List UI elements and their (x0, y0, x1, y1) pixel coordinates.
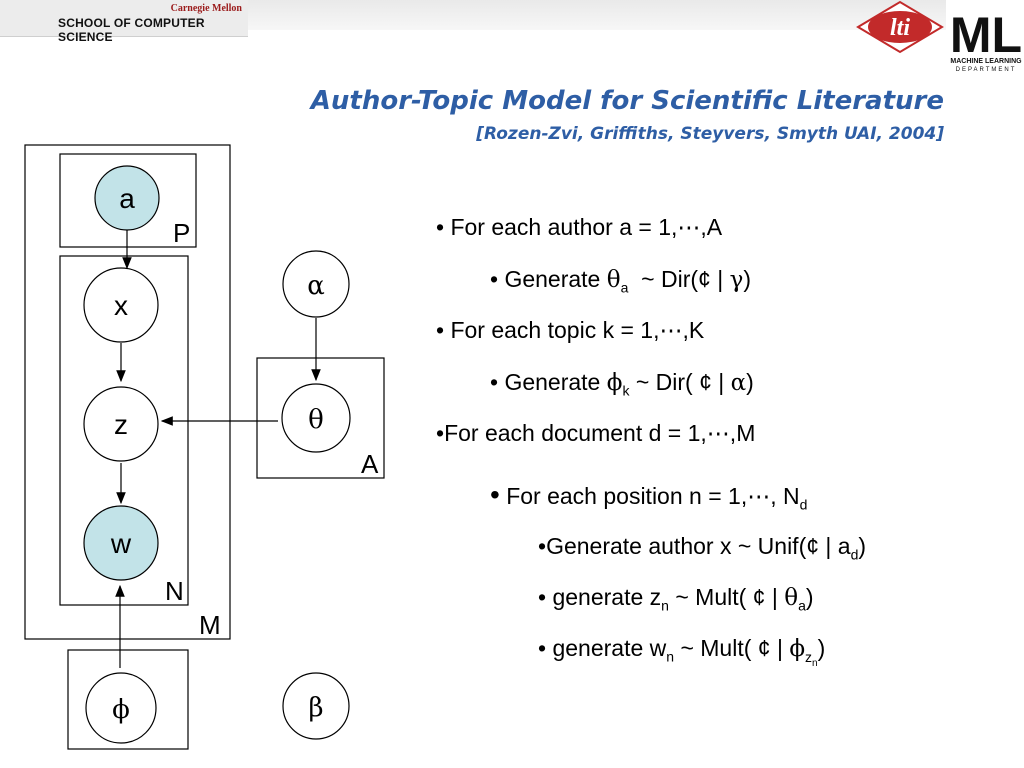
node-phi: ϕ (85, 672, 157, 744)
bullet-document-loop-text: For each document d = 1,⋯,M (444, 420, 756, 446)
bullet-topic-loop-text: For each topic k = 1,⋯,K (450, 317, 705, 343)
subscript: d (799, 496, 808, 513)
plate-M (24, 144, 231, 640)
bullet-text: ) (805, 584, 814, 610)
subscript-n: n (812, 657, 818, 669)
node-a: a (94, 165, 160, 231)
bullet-topic-loop: • For each topic k = 1,⋯,K (436, 317, 705, 343)
phi-symbol: ϕ (606, 370, 623, 396)
bullet-text: ~ Mult( ¢ | (674, 635, 790, 661)
bullet-text: Generate author x ~ Unif(¢ | a (546, 533, 851, 559)
plate-A-label: A (361, 449, 379, 479)
plate-diagram: a x z w α θ ϕ β P N M A (24, 144, 385, 750)
bullet-generate-w: • generate wn ~ Mult( ¢ | ϕzn) (538, 635, 826, 669)
subscript: zn (805, 648, 818, 669)
school-name: SCHOOL OF COMPUTER SCIENCE (58, 16, 205, 44)
bullet-text: generate w (552, 635, 667, 661)
bullet-text: generate z (552, 584, 662, 610)
node-z: z (83, 386, 159, 462)
node-z-label: z (114, 409, 128, 440)
subscript: d (850, 546, 859, 563)
plate-M-label: M (199, 610, 221, 640)
lti-logo-text: lti (890, 15, 910, 41)
theta-symbol: θ (784, 585, 799, 611)
node-theta: θ (281, 383, 351, 453)
bullet-text: ) (743, 266, 752, 292)
node-x: x (83, 267, 159, 343)
bullet-text: ~ Dir( ¢ | (629, 369, 731, 395)
lti-logo: lti (856, 0, 944, 54)
subscript-z: z (805, 648, 813, 665)
ml-logo: ML MACHINE LEARNING DEPARTMENT (946, 0, 1024, 76)
gamma-symbol: γ (729, 267, 744, 293)
bullet-generate-phi: • Generate ϕk ~ Dir( ¢ | α) (490, 369, 754, 399)
bullet-text: ) (858, 533, 867, 559)
subscript: k (622, 382, 630, 399)
plate-A (256, 357, 385, 479)
node-a-label: a (119, 183, 135, 214)
bullet-document-loop: •For each document d = 1,⋯,M (436, 420, 756, 446)
bullet-author-loop-text: For each author a = 1,⋯,A (450, 214, 723, 240)
citation: [Rozen-Zvi, Griffiths, Steyvers, Smyth U… (476, 124, 944, 144)
bullet-generate-author: •Generate author x ~ Unif(¢ | ad) (538, 533, 867, 563)
plate-N-label: N (165, 576, 184, 606)
bullet-generate-z: • generate zn ~ Mult( ¢ | θa) (538, 584, 814, 614)
bullet-text: Generate (504, 369, 607, 395)
node-theta-label: θ (308, 405, 324, 435)
bullet-position-loop: • For each position n = 1,⋯, Nd (490, 479, 808, 513)
subscript: a (620, 279, 629, 296)
plate-P (59, 153, 197, 248)
subscript: n (666, 648, 675, 665)
page-title: Author-Topic Model for Scientific Litera… (310, 86, 944, 116)
node-alpha: α (282, 250, 350, 318)
theta-symbol: θ (606, 267, 621, 293)
subscript: n (661, 597, 669, 614)
lab-logos: lti ML MACHINE LEARNING DEPARTMENT (856, 0, 1024, 76)
bullet-text: ) (817, 635, 826, 661)
bullet-generate-theta: • Generate θa ~ Dir(¢ | γ) (490, 266, 752, 296)
university-name: Carnegie Mellon (170, 3, 242, 14)
node-beta-label: β (308, 693, 323, 723)
plate-phi (67, 649, 189, 750)
ml-logo-sub1: MACHINE LEARNING (950, 58, 1022, 65)
subscript: a (798, 597, 806, 614)
plate-N (59, 255, 189, 606)
ml-logo-text: ML (950, 7, 1022, 63)
node-beta: β (282, 672, 350, 740)
bullet-text: ~ Dir(¢ | (628, 266, 730, 292)
node-alpha-label: α (307, 271, 325, 301)
bullet-text: ) (746, 369, 754, 395)
node-w: w (83, 505, 159, 581)
cmu-banner: Carnegie Mellon SCHOOL OF COMPUTER SCIEN… (0, 0, 248, 44)
bullet-text: Generate (504, 266, 607, 292)
node-w-label: w (110, 528, 132, 559)
ml-logo-sub2: DEPARTMENT (956, 67, 1017, 73)
alpha-symbol: α (730, 370, 747, 396)
plate-P-label: P (173, 218, 190, 248)
phi-symbol: ϕ (789, 636, 806, 662)
bullet-author-loop: • For each author a = 1,⋯,A (436, 214, 723, 240)
node-x-label: x (114, 290, 128, 321)
bullet-text: For each position n = 1,⋯, N (506, 483, 800, 509)
bullet-text: ~ Mult( ¢ | (668, 584, 785, 610)
node-phi-label: ϕ (112, 695, 130, 725)
